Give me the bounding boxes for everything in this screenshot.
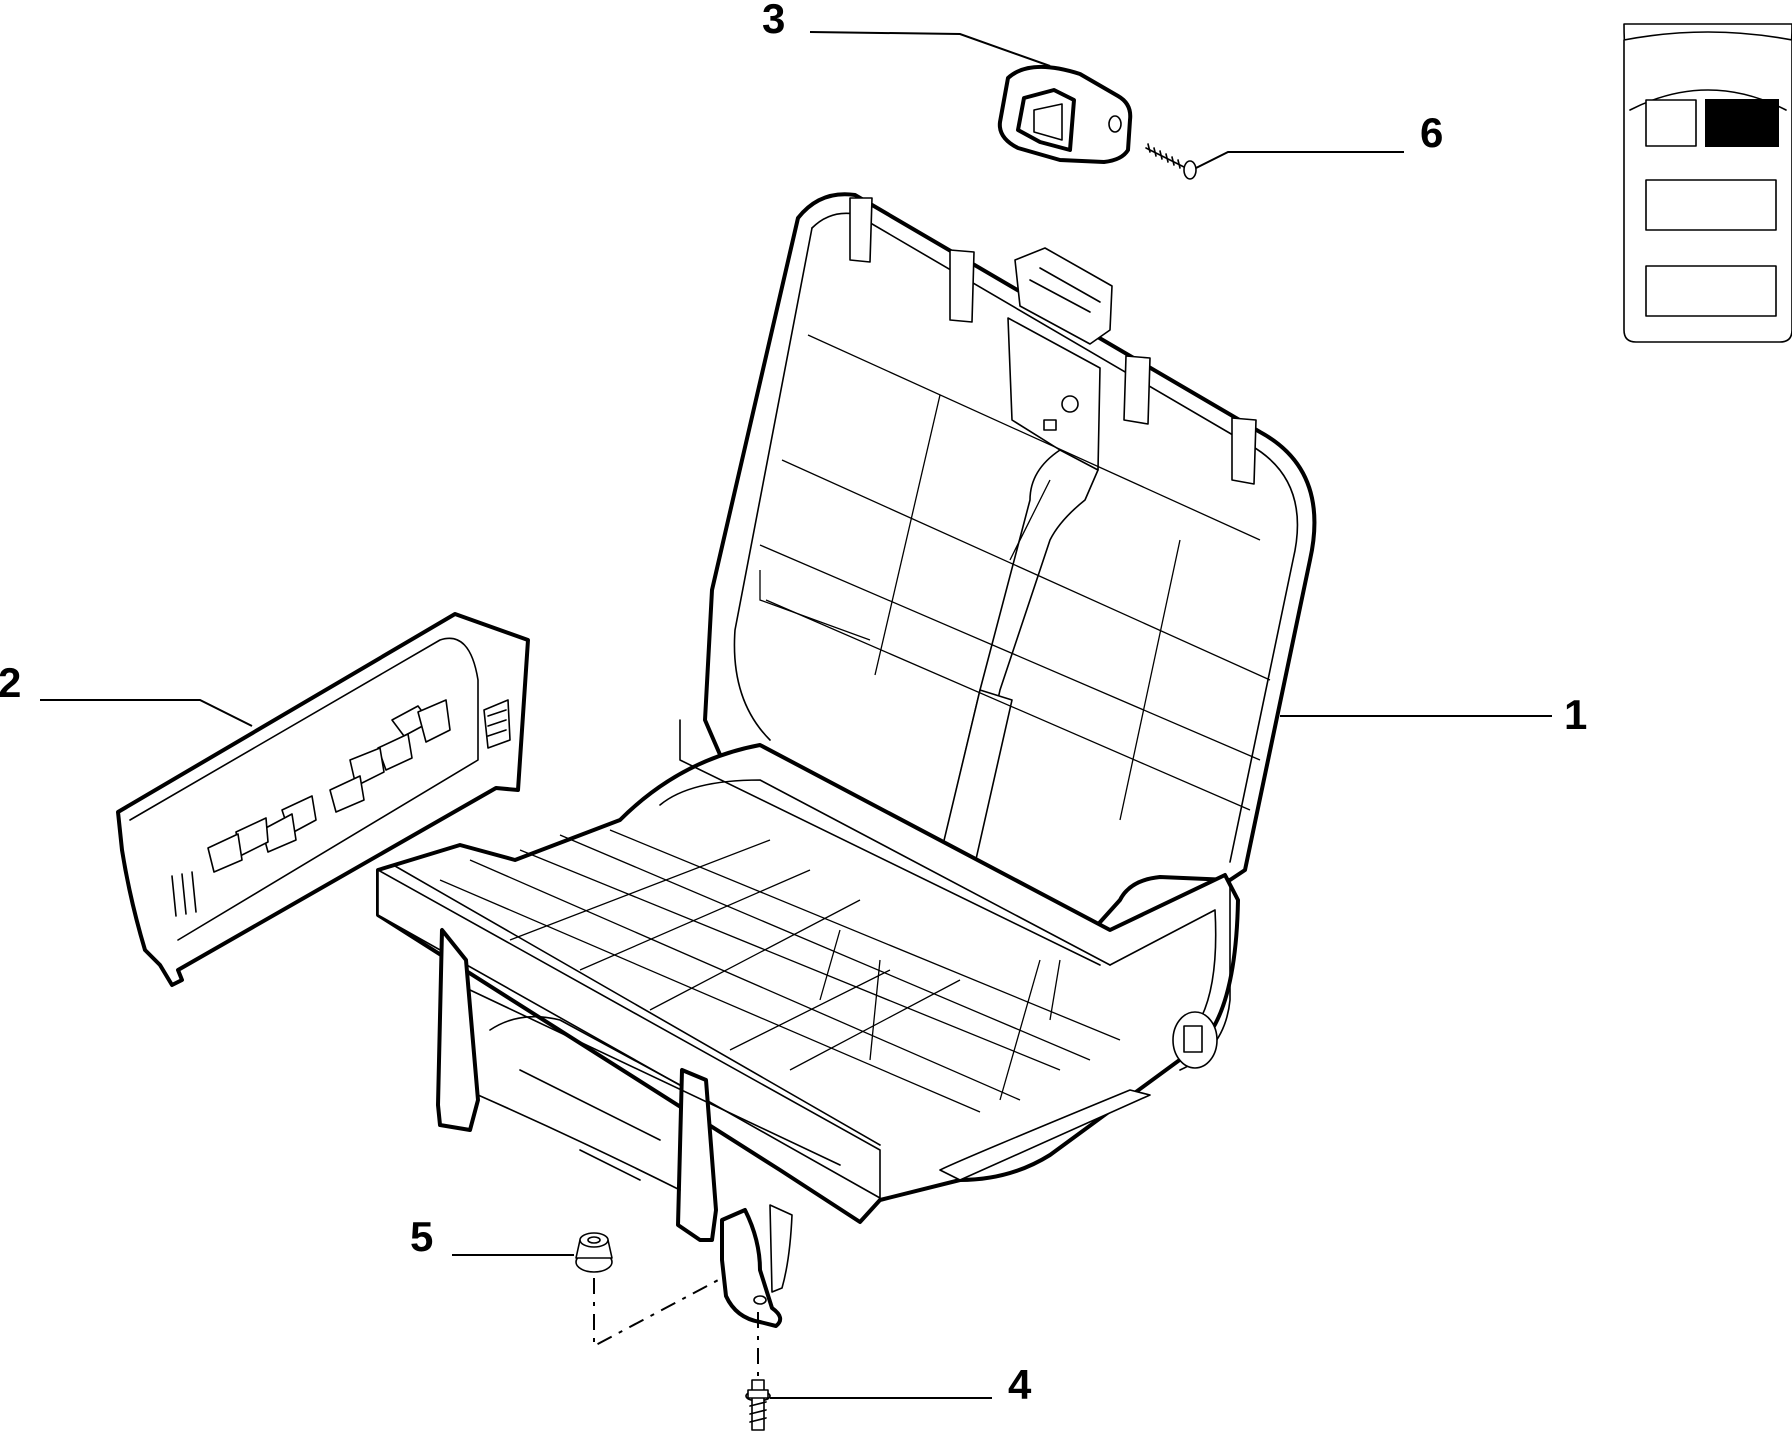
seat-frame: [376, 192, 1317, 1328]
screw: [1145, 143, 1197, 180]
panel-retaining-clips: [171, 699, 511, 917]
key-seat-left: [1645, 99, 1697, 147]
flange-nut: [575, 1232, 613, 1273]
callout-1: 1: [1564, 691, 1587, 738]
callout-6: 6: [1420, 109, 1443, 156]
floor-mount-bracket: [720, 1204, 793, 1328]
callout-4: 4: [1008, 1361, 1032, 1408]
cushion-frame-outline: [376, 743, 1240, 1224]
key-seat-row-2: [1645, 179, 1777, 231]
assembly-path-nut: [593, 1277, 723, 1348]
vehicle-position-key: [1623, 23, 1792, 343]
key-seat-row-3: [1645, 265, 1777, 317]
callout-5: 5: [410, 1213, 433, 1260]
callout-2: 2: [0, 659, 21, 706]
belt-guide-cover: [997, 64, 1133, 164]
leader-line-3: [809, 31, 1051, 67]
callout-3: 3: [762, 0, 785, 42]
cushion-wire-grid: [439, 829, 1121, 1113]
leader-line-6: [1195, 151, 1404, 169]
side-trim-panel: [116, 612, 530, 987]
seat-legs: [436, 928, 841, 1242]
mounting-bolt: [745, 1379, 771, 1431]
leader-line-2: [40, 699, 253, 727]
backrest-wire-grid: [759, 334, 1271, 821]
headrest-guide-posts: [849, 197, 1257, 485]
key-seat-right-highlighted: [1705, 99, 1779, 147]
belt-mount-bracket: [1007, 247, 1113, 471]
